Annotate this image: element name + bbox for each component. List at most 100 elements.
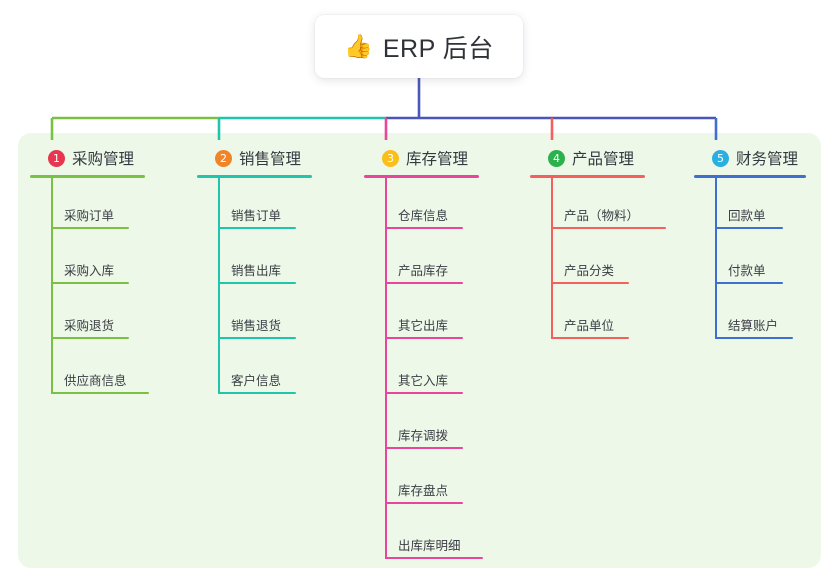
- root-node-content: 👍 ERP 后台: [344, 29, 494, 65]
- leaf-item-label: 产品库存: [398, 264, 449, 278]
- branch-number-badge: 4: [548, 149, 565, 167]
- leaf-item-label: 销售订单: [231, 209, 282, 223]
- leaf-item[interactable]: 其它出库: [364, 288, 519, 343]
- leaf-item-rule: [385, 392, 463, 394]
- leaf-item-label: 库存盘点: [398, 484, 449, 498]
- branch-header-1[interactable]: 1 采购管理: [30, 146, 180, 170]
- leaf-item-label: 采购退货: [64, 319, 115, 333]
- leaf-item[interactable]: 客户信息: [197, 343, 347, 398]
- leaf-item-rule: [551, 337, 629, 339]
- leaf-item-rule: [51, 337, 129, 339]
- leaf-item-label: 采购入库: [64, 264, 115, 278]
- branch-number-badge: 5: [712, 149, 729, 167]
- leaf-item[interactable]: 采购退货: [30, 288, 180, 343]
- branch-number-badge: 2: [215, 149, 232, 167]
- branch-header-rule: [30, 175, 145, 178]
- leaf-item-rule: [218, 282, 296, 284]
- branch-header-rule: [530, 175, 645, 178]
- branch-item-list: 销售订单销售出库销售退货客户信息: [197, 178, 347, 398]
- leaf-item[interactable]: 结算账户: [694, 288, 834, 343]
- leaf-item-rule: [385, 337, 463, 339]
- leaf-item-rule: [715, 227, 783, 229]
- leaf-item[interactable]: 销售出库: [197, 233, 347, 288]
- content-panel: [18, 133, 821, 568]
- branch-number-badge: 3: [382, 149, 399, 167]
- leaf-item-rule: [218, 337, 296, 339]
- root-node-card[interactable]: 👍 ERP 后台: [315, 15, 523, 78]
- branch-title: 库存管理: [406, 151, 469, 168]
- leaf-item-label: 其它入库: [398, 374, 449, 388]
- branch-header-3[interactable]: 3 库存管理: [364, 146, 519, 170]
- leaf-item-label: 产品分类: [564, 264, 615, 278]
- branch-item-list: 回款单付款单结算账户: [694, 178, 834, 343]
- leaf-item-label: 回款单: [728, 209, 766, 223]
- leaf-item-rule: [385, 502, 463, 504]
- leaf-item[interactable]: 采购订单: [30, 178, 180, 233]
- leaf-item-rule: [551, 282, 629, 284]
- leaf-item[interactable]: 供应商信息: [30, 343, 180, 398]
- leaf-item-label: 出库库明细: [398, 539, 461, 553]
- page-title: ERP 后台: [382, 34, 494, 63]
- branch-spine: [218, 178, 220, 394]
- leaf-item[interactable]: 付款单: [694, 233, 834, 288]
- leaf-item[interactable]: 销售退货: [197, 288, 347, 343]
- branch-column-4: 4 产品管理产品（物料） 产品分类产品单位: [530, 146, 685, 343]
- branch-spine: [715, 178, 717, 339]
- branch-header-4[interactable]: 4 产品管理: [530, 146, 685, 170]
- leaf-item-label: 产品单位: [564, 319, 615, 333]
- leaf-item-label: 销售退货: [231, 319, 282, 333]
- leaf-item-rule: [51, 392, 149, 394]
- branch-title: 财务管理: [736, 151, 799, 168]
- branch-header-rule: [197, 175, 312, 178]
- branch-column-5: 5 财务管理回款单付款单结算账户: [694, 146, 834, 343]
- leaf-item-label: 产品（物料）: [564, 209, 640, 223]
- leaf-item-label: 供应商信息: [64, 374, 127, 388]
- leaf-item[interactable]: 仓库信息: [364, 178, 519, 233]
- branch-spine: [385, 178, 387, 559]
- leaf-item-rule: [385, 227, 463, 229]
- branch-column-1: 1 采购管理采购订单采购入库采购退货供应商信息: [30, 146, 180, 398]
- branch-header-5[interactable]: 5 财务管理: [694, 146, 834, 170]
- leaf-item-rule: [218, 227, 296, 229]
- leaf-item[interactable]: 库存盘点: [364, 453, 519, 508]
- branch-title: 产品管理: [572, 151, 635, 168]
- leaf-item[interactable]: 回款单: [694, 178, 834, 233]
- leaf-item-label: 其它出库: [398, 319, 449, 333]
- leaf-item-rule: [551, 227, 666, 229]
- branch-item-list: 产品（物料） 产品分类产品单位: [530, 178, 685, 343]
- leaf-item[interactable]: 产品（物料）: [530, 178, 685, 233]
- leaf-item[interactable]: 采购入库: [30, 233, 180, 288]
- leaf-item-label: 付款单: [728, 264, 766, 278]
- branch-item-list: 仓库信息产品库存其它出库其它入库库存调拨库存盘点出库库明细: [364, 178, 519, 563]
- leaf-item[interactable]: 销售订单: [197, 178, 347, 233]
- branch-number-badge: 1: [48, 149, 65, 167]
- leaf-item-rule: [715, 282, 783, 284]
- leaf-item-rule: [218, 392, 296, 394]
- leaf-item[interactable]: 产品分类: [530, 233, 685, 288]
- leaf-item-label: 客户信息: [231, 374, 282, 388]
- leaf-item-rule: [385, 557, 483, 559]
- branch-header-rule: [364, 175, 479, 178]
- thumbs-up-icon: 👍: [344, 33, 373, 59]
- leaf-item-label: 结算账户: [728, 319, 779, 333]
- leaf-item-rule: [51, 282, 129, 284]
- leaf-item[interactable]: 出库库明细: [364, 508, 519, 563]
- leaf-item-rule: [715, 337, 793, 339]
- leaf-item-label: 采购订单: [64, 209, 115, 223]
- branch-spine: [551, 178, 553, 339]
- branch-column-3: 3 库存管理仓库信息产品库存其它出库其它入库库存调拨库存盘点出库库明细: [364, 146, 519, 563]
- leaf-item-label: 库存调拨: [398, 429, 449, 443]
- leaf-item[interactable]: 产品库存: [364, 233, 519, 288]
- leaf-item[interactable]: 库存调拨: [364, 398, 519, 453]
- branch-spine: [51, 178, 53, 394]
- branch-header-rule: [694, 175, 806, 178]
- leaf-item-label: 销售出库: [231, 264, 282, 278]
- leaf-item-rule: [51, 227, 129, 229]
- leaf-item[interactable]: 产品单位: [530, 288, 685, 343]
- branch-title: 采购管理: [72, 151, 135, 168]
- leaf-item[interactable]: 其它入库: [364, 343, 519, 398]
